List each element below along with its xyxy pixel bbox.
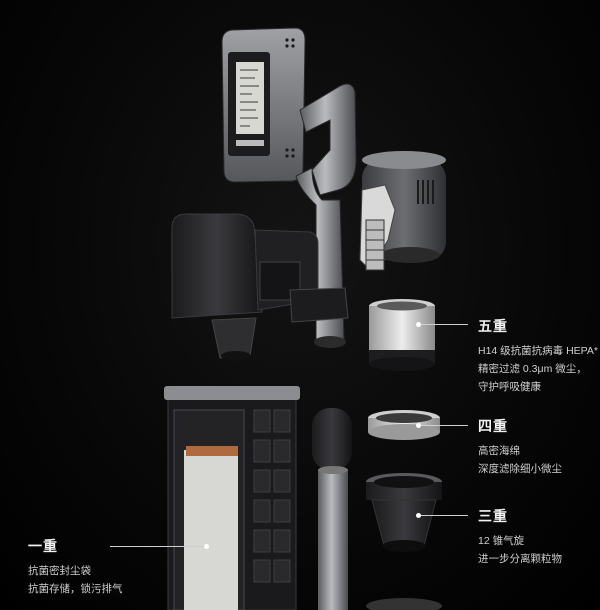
label-stage3: 三重 12 锥气旋 进一步分离颗粒物: [478, 506, 562, 568]
leader-line-stage4: [420, 425, 468, 426]
stage5-title: 五重: [478, 318, 508, 334]
motor-unit: [359, 151, 446, 271]
leader-line-stage3: [420, 515, 468, 516]
dot-stage3: [416, 513, 421, 518]
leader-line-stage5: [420, 324, 468, 325]
stage1-line-1: 抗菌密封尘袋: [28, 565, 91, 577]
bottom-part: [366, 598, 442, 610]
stage5-line-2: 精密过滤 0.3μm 微尘，: [478, 363, 587, 375]
stage4-line-2: 深度滤除细小微尘: [478, 463, 562, 475]
label-stage1: 一重 抗菌密封尘袋 抗菌存储，锁污排气: [28, 536, 123, 598]
dot-stage4: [416, 423, 421, 428]
stage4-line-1: 高密海绵: [478, 445, 520, 457]
stage3-line-2: 进一步分离颗粒物: [478, 553, 562, 565]
sponge-filter: [368, 410, 440, 440]
stage1-title: 一重: [28, 538, 58, 554]
cyclone-cone: [366, 473, 442, 552]
stage4-title: 四重: [478, 418, 508, 434]
wand-tube: [312, 408, 352, 610]
stage3-title: 三重: [478, 508, 508, 524]
stage3-line-1: 12 锥气旋: [478, 535, 525, 547]
handle-unit: [221, 27, 357, 348]
cup-head: [171, 213, 349, 361]
dot-stage1: [204, 544, 209, 549]
leader-line-stage1: [110, 546, 206, 547]
dot-stage5: [416, 322, 421, 327]
stage5-line-3: 守护呼吸健康: [478, 381, 541, 393]
label-stage4: 四重 高密海绵 深度滤除细小微尘: [478, 416, 562, 478]
label-stage5: 五重 H14 级抗菌抗病毒 HEPA* 精密过滤 0.3μm 微尘， 守护呼吸健…: [478, 316, 598, 396]
stage5-line-1: H14 级抗菌抗病毒 HEPA*: [478, 345, 598, 357]
dust-bag-housing: [164, 386, 300, 610]
stage1-line-2: 抗菌存储，锁污排气: [28, 583, 123, 595]
hepa-filter: [369, 299, 435, 371]
